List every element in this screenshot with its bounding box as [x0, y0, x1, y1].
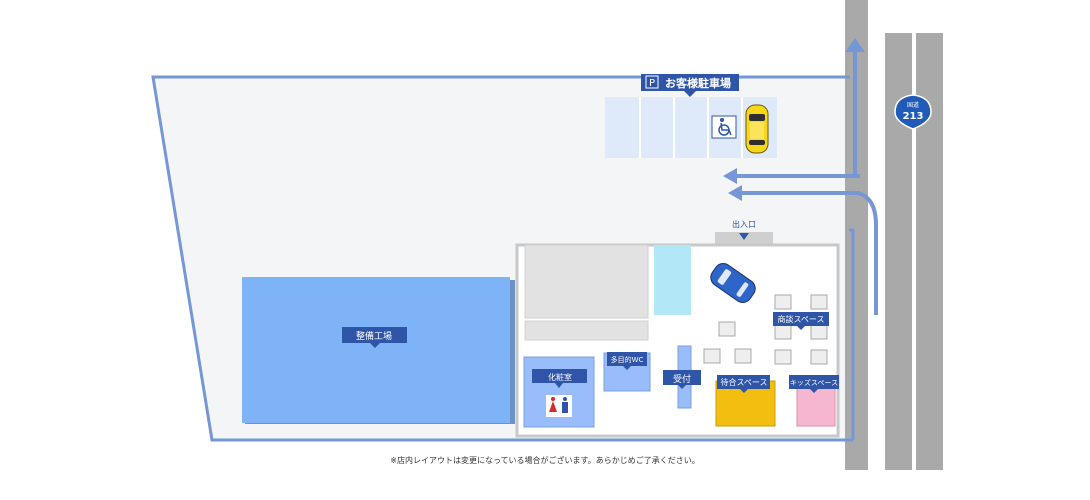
chair [774, 324, 792, 340]
storage-room [524, 244, 649, 319]
chair [718, 321, 736, 337]
chair [810, 324, 828, 340]
arrow-icon [845, 38, 865, 52]
chair [810, 349, 828, 365]
lot-boundary-main [151, 75, 853, 442]
parking-icon [645, 75, 659, 89]
parking-badge: P [649, 78, 655, 89]
meeting-space-label: 商談スペース [773, 312, 829, 330]
layout-disclaimer: ※店内レイアウトは変更になっている場合がございます。あらかじめご了承ください。 [390, 456, 700, 465]
route-sign-number: 213 [903, 111, 924, 122]
multipurpose-wc-label: 多目的WC [607, 352, 647, 370]
arrow-icon [728, 185, 742, 201]
lot-boundary [849, 228, 855, 440]
car-icon [745, 104, 769, 154]
workshop [242, 277, 510, 423]
parking-label-text: お客様駐車場 [665, 76, 731, 90]
arrow-icon [723, 168, 737, 184]
chair [734, 348, 752, 364]
reception-label: 受付 [663, 370, 701, 389]
meeting-space-label-text: 商談スペース [777, 314, 824, 324]
entrance-label: 出入口 [732, 219, 756, 229]
route-sign-label: 国道 [907, 101, 919, 109]
powder-room-label-text: 化粧室 [548, 372, 572, 382]
arrow-exit-shaft [853, 50, 857, 178]
route-sign: 国道 213 [894, 94, 932, 130]
reception-label-text: 受付 [673, 373, 691, 385]
workshop-label-text: 整備工場 [356, 330, 392, 342]
corridor-block [524, 320, 649, 341]
arrow-enter-1-shaft [735, 174, 860, 178]
arrow-enter-2-curve [857, 191, 878, 315]
parking-stall-lines [639, 97, 743, 158]
workshop-label: 整備工場 [342, 327, 407, 348]
traffic-arrows [723, 38, 878, 315]
display-window [654, 245, 691, 315]
chair [774, 349, 792, 365]
multipurpose-wc-label-text: 多目的WC [611, 355, 644, 364]
arrow-enter-2-shaft [742, 191, 860, 195]
car-icon [710, 263, 756, 303]
restroom-icon [546, 395, 572, 417]
parking-label: P お客様駐車場 [641, 74, 739, 97]
arrow-icon [739, 233, 749, 240]
wheelchair-icon [711, 115, 737, 139]
chair [703, 348, 721, 364]
powder-room-label: 化粧室 [532, 369, 587, 388]
chair [810, 294, 828, 310]
kids-space-label: キッズスペース [789, 375, 839, 393]
chair [774, 294, 792, 310]
waiting-space-label-text: 待合スペース [720, 377, 767, 387]
waiting-space-label: 待合スペース [717, 375, 770, 393]
kids-space-label-text: キッズスペース [790, 378, 838, 387]
side-road [845, 0, 868, 470]
